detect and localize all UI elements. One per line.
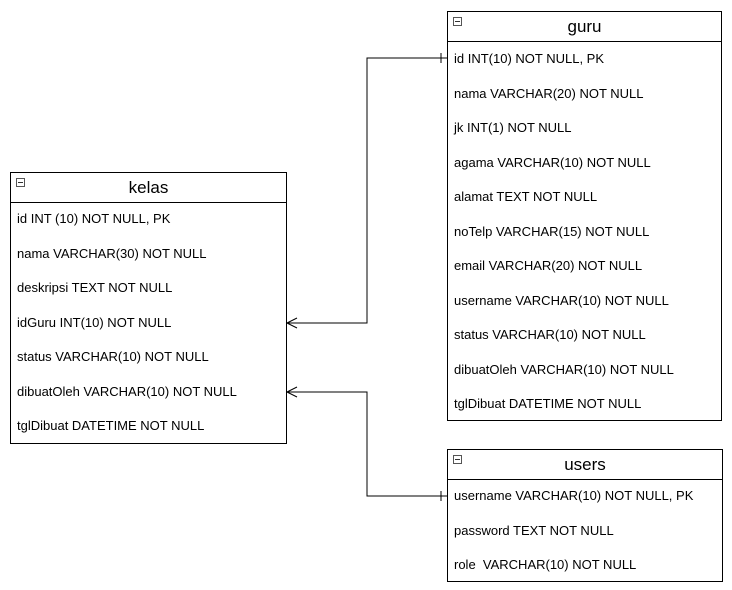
crows-foot-dibuatoleh [286, 386, 298, 398]
collapse-icon[interactable] [16, 178, 25, 187]
collapse-icon[interactable] [453, 17, 462, 26]
field-row: dibuatOleh VARCHAR(10) NOT NULL [17, 384, 237, 399]
table-header-kelas: kelas [11, 173, 286, 203]
field-row: nama VARCHAR(20) NOT NULL [454, 86, 644, 101]
field-row: tglDibuat DATETIME NOT NULL [454, 396, 642, 411]
crows-foot-idguru [286, 317, 298, 329]
field-row: idGuru INT(10) NOT NULL [17, 315, 172, 330]
field-row: dibuatOleh VARCHAR(10) NOT NULL [454, 362, 674, 377]
table-users[interactable]: users username VARCHAR(10) NOT NULL, PK … [447, 449, 723, 582]
table-title-users: users [564, 455, 606, 474]
collapse-icon[interactable] [453, 455, 462, 464]
field-row: username VARCHAR(10) NOT NULL [454, 293, 669, 308]
field-row: agama VARCHAR(10) NOT NULL [454, 155, 651, 170]
field-row: id INT (10) NOT NULL, PK [17, 211, 171, 226]
table-title-kelas: kelas [128, 178, 169, 197]
field-row: password TEXT NOT NULL [454, 523, 614, 538]
table-kelas[interactable]: kelas id INT (10) NOT NULL, PK nama VARC… [10, 172, 287, 444]
table-guru[interactable]: guru id INT(10) NOT NULL, PK nama VARCHA… [447, 11, 722, 421]
field-row: alamat TEXT NOT NULL [454, 189, 598, 204]
field-row: nama VARCHAR(30) NOT NULL [17, 246, 207, 261]
field-row: tglDibuat DATETIME NOT NULL [17, 418, 205, 433]
field-row: deskripsi TEXT NOT NULL [17, 280, 173, 295]
field-row: email VARCHAR(20) NOT NULL [454, 258, 643, 273]
field-row: jk INT(1) NOT NULL [454, 120, 572, 135]
field-row: id INT(10) NOT NULL, PK [454, 51, 605, 66]
field-row: noTelp VARCHAR(15) NOT NULL [454, 224, 650, 239]
field-row: status VARCHAR(10) NOT NULL [17, 349, 209, 364]
table-header-guru: guru [448, 12, 721, 42]
table-header-users: users [448, 450, 722, 480]
relation-idguru-to-guru-id [287, 57, 447, 324]
table-title-guru: guru [567, 17, 602, 36]
field-row: role VARCHAR(10) NOT NULL [454, 557, 637, 572]
relation-dibuatoleh-to-users-username [287, 391, 447, 497]
field-row: status VARCHAR(10) NOT NULL [454, 327, 646, 342]
field-row: username VARCHAR(10) NOT NULL, PK [454, 488, 694, 503]
